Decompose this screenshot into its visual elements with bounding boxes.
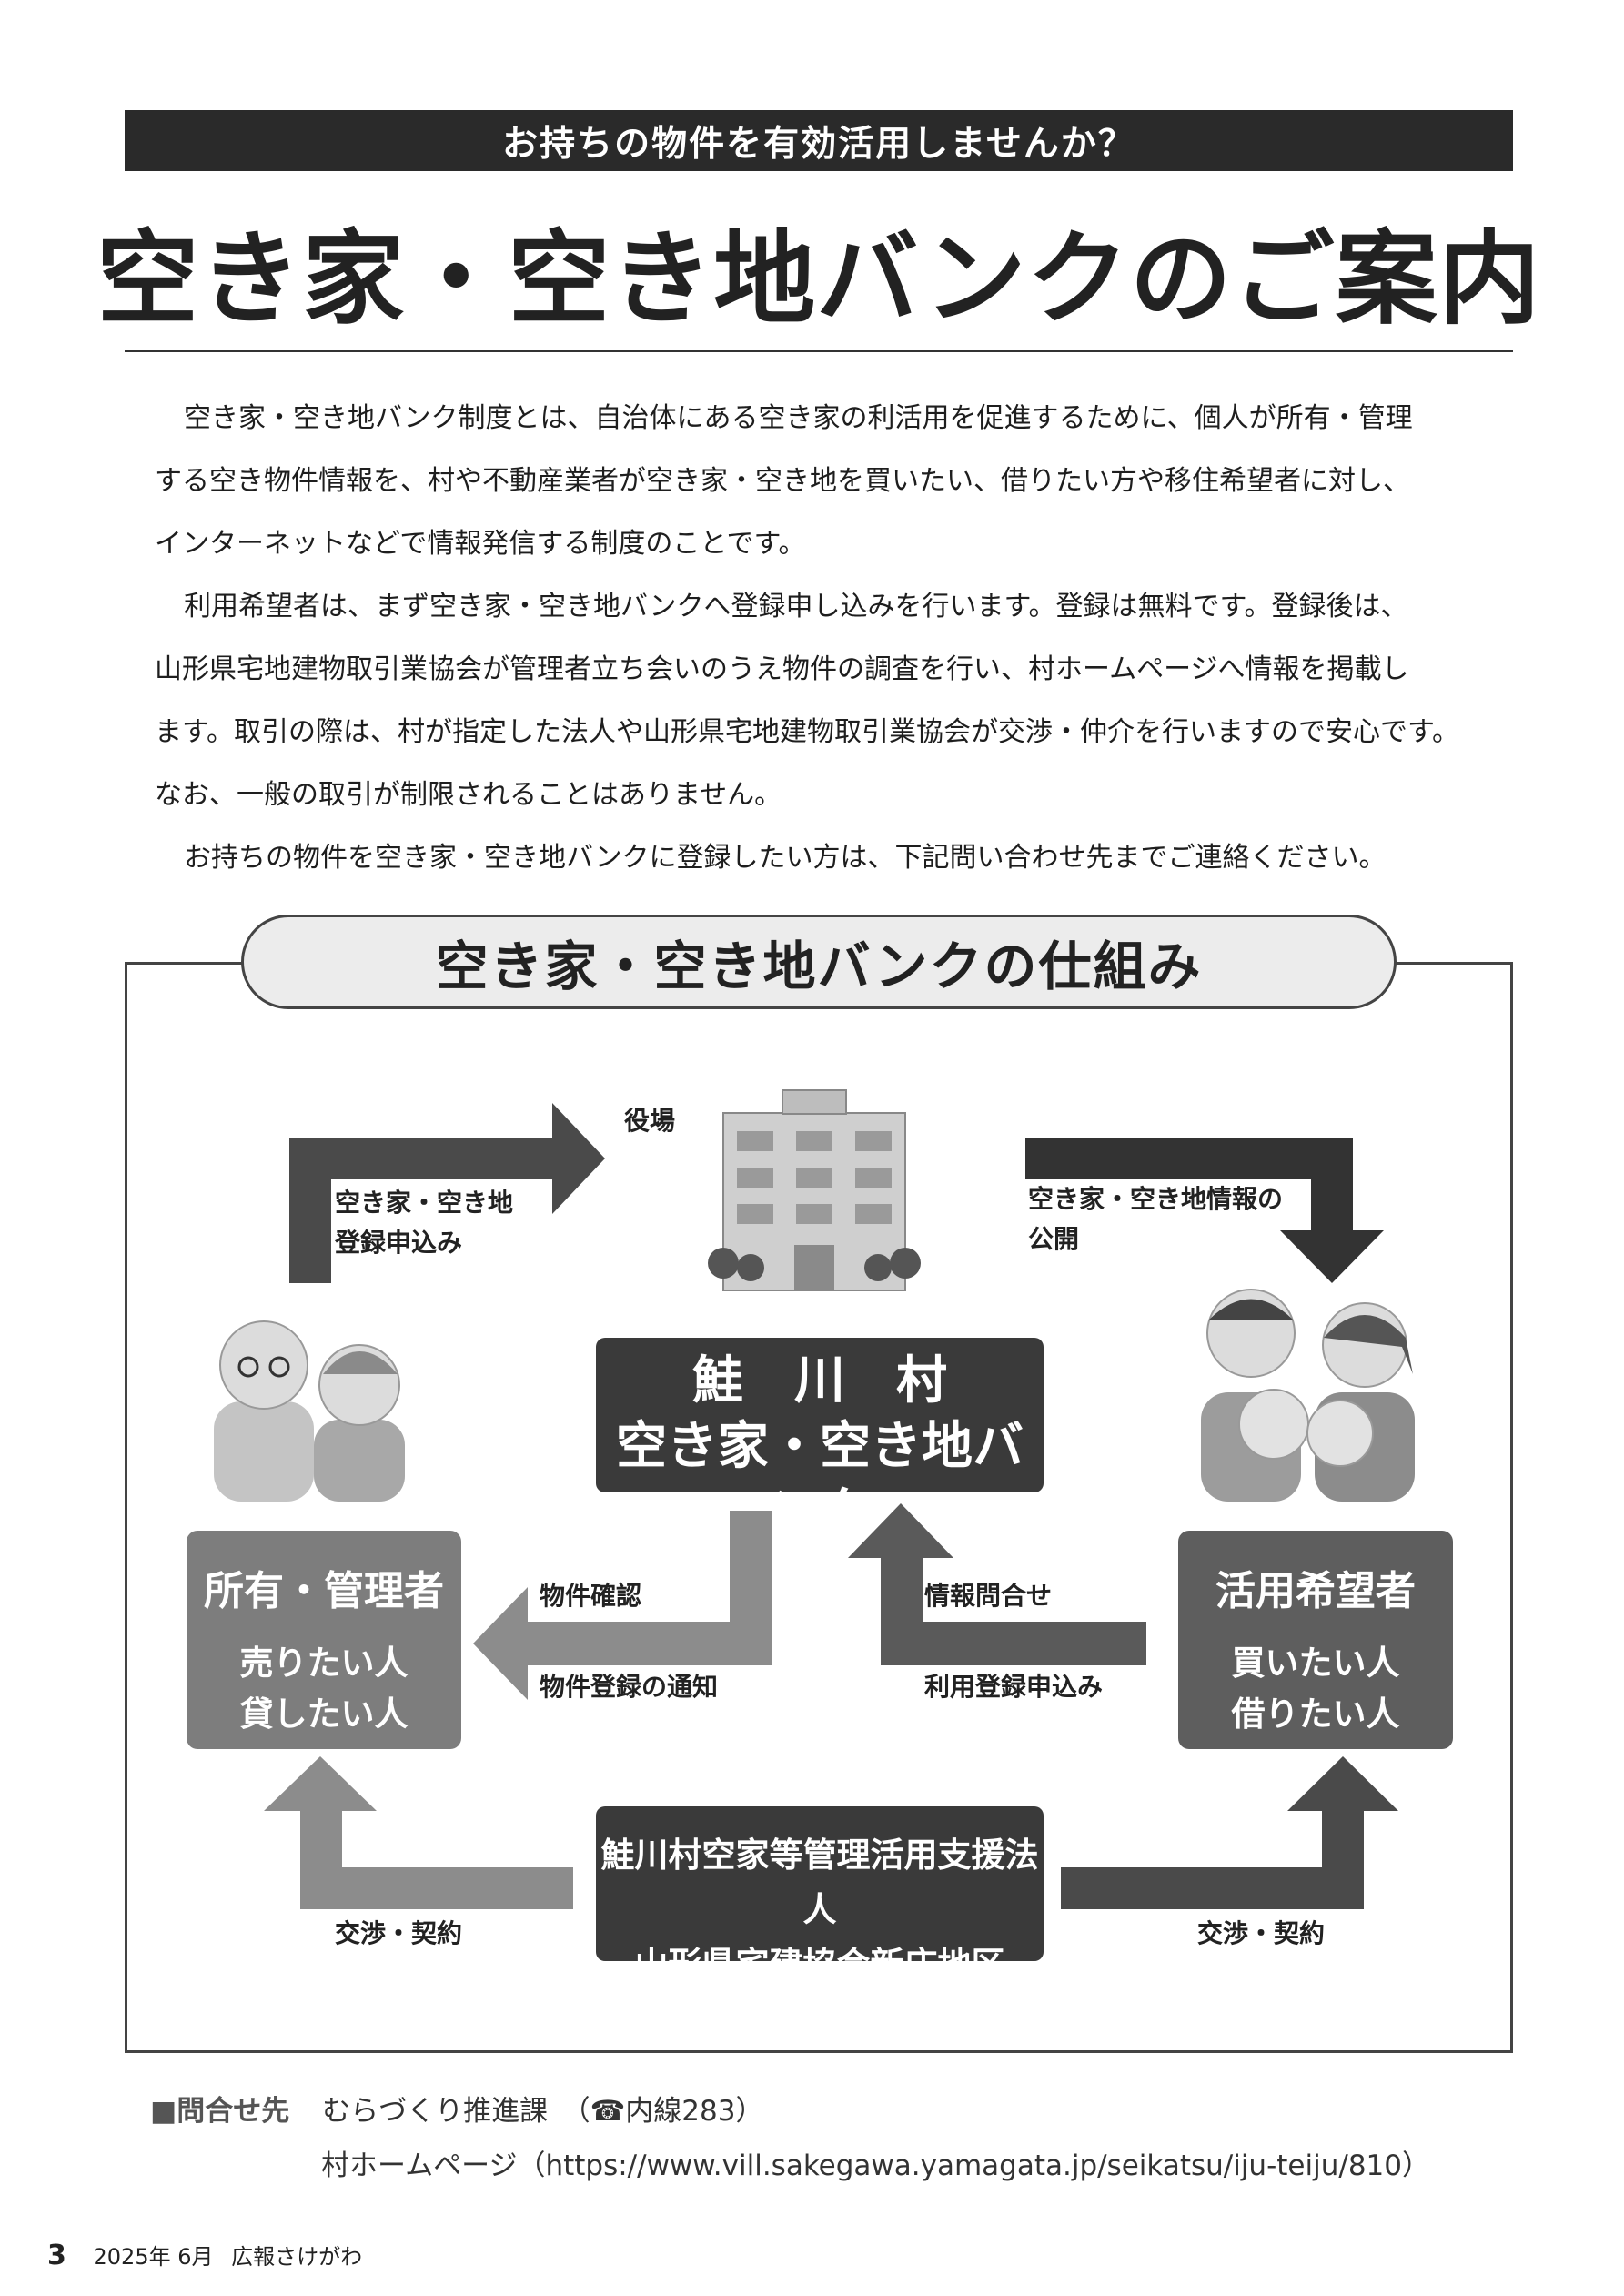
- inquiry-arrow: [848, 1503, 1146, 1665]
- nego-left-arrow: [264, 1756, 573, 1909]
- owner-title: 所有・管理者: [204, 1568, 444, 1614]
- contact-dept: むらづくり推進課 （☎内線283）: [322, 2095, 764, 2128]
- intro-line: インターネットなどで情報発信する制度のことです。: [155, 528, 806, 560]
- intro-text: 空き家・空き地バンク制度とは、自治体にある空き家の利活用を促進するために、個人が…: [155, 387, 1519, 889]
- intro-line: ます。取引の際は、村が指定した法人や山形県宅地建物取引業協会が交渉・仲介を行いま…: [155, 716, 1459, 748]
- bank-name: 鮭 川 村: [692, 1351, 947, 1411]
- office-building-icon: [708, 1089, 921, 1291]
- diagram-title: 空き家・空き地バンクの仕組み: [241, 915, 1397, 1009]
- user-title: 活用希望者: [1215, 1568, 1416, 1614]
- family-illustration-icon: [1201, 1289, 1415, 1502]
- issue-date: 2025年 6月: [93, 2244, 214, 2270]
- owner-line-1: 売りたい人: [239, 1644, 409, 1683]
- intro-line: 山形県宅地建物取引業協会が管理者立ち会いのうえ物件の調査を行い、村ホームページへ…: [155, 653, 1409, 685]
- intro-line: なお、一般の取引が制限されることはありません。: [155, 779, 782, 811]
- contact-label: ■問合せ先: [150, 2095, 290, 2128]
- notify-label: 物件登録の通知: [540, 1672, 719, 1702]
- intro-line: 空き家・空き地バンク制度とは、自治体にある空き家の利活用を促進するために、個人が…: [184, 402, 1413, 434]
- office-label: 役場: [624, 1106, 676, 1136]
- owner-line-2: 貸したい人: [239, 1694, 409, 1734]
- support-box: 鮭川村空家等管理活用支援法人 山形県宅建協会新庄地区: [596, 1806, 1044, 1984]
- publication-name: 広報さけがわ: [231, 2244, 363, 2270]
- user-line-2: 借りたい人: [1231, 1694, 1400, 1734]
- publish-arrow: [1025, 1138, 1384, 1283]
- inquiry-label: 情報問合せ: [924, 1581, 1053, 1611]
- user-line-1: 買いたい人: [1231, 1644, 1400, 1683]
- register-label-2: 登録申込み: [335, 1228, 463, 1258]
- page-footer: 3 2025年 6月 広報さけがわ: [47, 2239, 362, 2271]
- intro-line: お持ちの物件を空き家・空き地バンクに登録したい方は、下記問い合わせ先までご連絡く…: [184, 842, 1387, 874]
- support-line-1: 鮭川村空家等管理活用支援法人: [600, 1836, 1039, 1929]
- header-banner: お持ちの物件を有効活用しませんか？: [125, 110, 1513, 171]
- intro-line: 利用希望者は、まず空き家・空き地バンクへ登録申し込みを行います。登録は無料です。…: [184, 591, 1408, 622]
- page-number: 3: [47, 2240, 66, 2271]
- publish-label-1: 空き家・空き地情報の: [1028, 1184, 1284, 1214]
- intro-line: する空き物件情報を、村や不動産業者が空き家・空き地を買いたい、借りたい方や移住希…: [155, 465, 1410, 497]
- apply-label: 利用登録申込み: [924, 1672, 1104, 1702]
- owners-illustration-icon: [214, 1320, 405, 1502]
- confirm-label: 物件確認: [540, 1581, 642, 1611]
- register-label-1: 空き家・空き地: [335, 1188, 514, 1218]
- nego-right-arrow: [1061, 1756, 1398, 1909]
- user-box: 活用希望者 買いたい人 借りたい人: [1178, 1531, 1453, 1749]
- title-divider: [125, 350, 1513, 352]
- publish-label-2: 公開: [1028, 1224, 1080, 1254]
- support-line-2: 山形県宅建協会新庄地区: [634, 1945, 1005, 1984]
- nego-right-label: 交渉・契約: [1197, 1918, 1326, 1948]
- bank-box: 鮭 川 村 空き家・空き地バンク: [596, 1338, 1044, 1542]
- register-arrow: [289, 1103, 605, 1283]
- nego-left-label: 交渉・契約: [335, 1918, 463, 1948]
- page-title: 空き家・空き地バンクのご案内: [96, 220, 1541, 339]
- contact-web-link[interactable]: 村ホームページ（https://www.vill.sakegawa.yamaga…: [321, 2149, 1430, 2182]
- owner-box: 所有・管理者 売りたい人 貸したい人: [187, 1531, 461, 1749]
- confirm-arrow: [473, 1511, 772, 1700]
- bank-subtitle: 空き家・空き地バンク: [616, 1417, 1024, 1542]
- contact-info: ■問合せ先 むらづくり推進課 （☎内線283） 村ホームページ（https://…: [150, 2084, 1430, 2193]
